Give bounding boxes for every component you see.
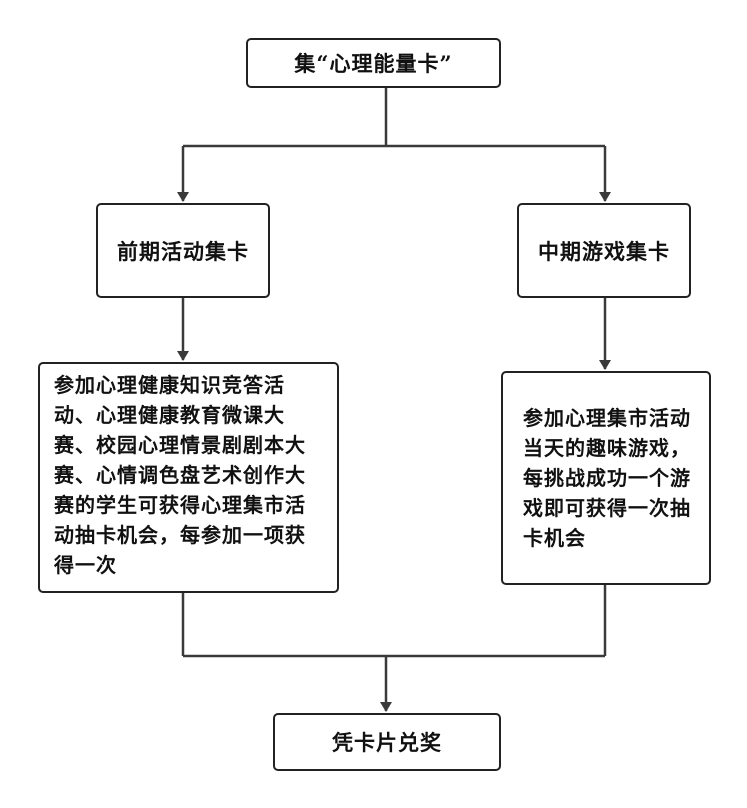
end-node: 凭卡片兑奖 xyxy=(273,713,501,771)
end-node-label: 凭卡片兑奖 xyxy=(332,730,442,755)
left-phase-node: 前期活动集卡 xyxy=(96,203,270,298)
left-phase-title: 前期活动集卡 xyxy=(117,238,249,264)
start-node-label: 集“心理能量卡” xyxy=(294,51,453,76)
right-detail-text: 参加心理集市活动当天的趣味游戏，每挑战成功一个游戏即可获得一次抽卡机会 xyxy=(523,406,691,550)
left-detail-node: 参加心理健康知识竞答活动、心理健康教育微课大赛、校园心理情景剧剧本大赛、心情调色… xyxy=(38,362,339,593)
left-detail-text: 参加心理健康知识竞答活动、心理健康教育微课大赛、校园心理情景剧剧本大赛、心情调色… xyxy=(54,373,306,577)
right-detail-node: 参加心理集市活动当天的趣味游戏，每挑战成功一个游戏即可获得一次抽卡机会 xyxy=(501,371,711,585)
right-phase-node: 中期游戏集卡 xyxy=(517,203,691,298)
right-phase-title: 中期游戏集卡 xyxy=(538,238,670,264)
start-node: 集“心理能量卡” xyxy=(246,38,501,88)
